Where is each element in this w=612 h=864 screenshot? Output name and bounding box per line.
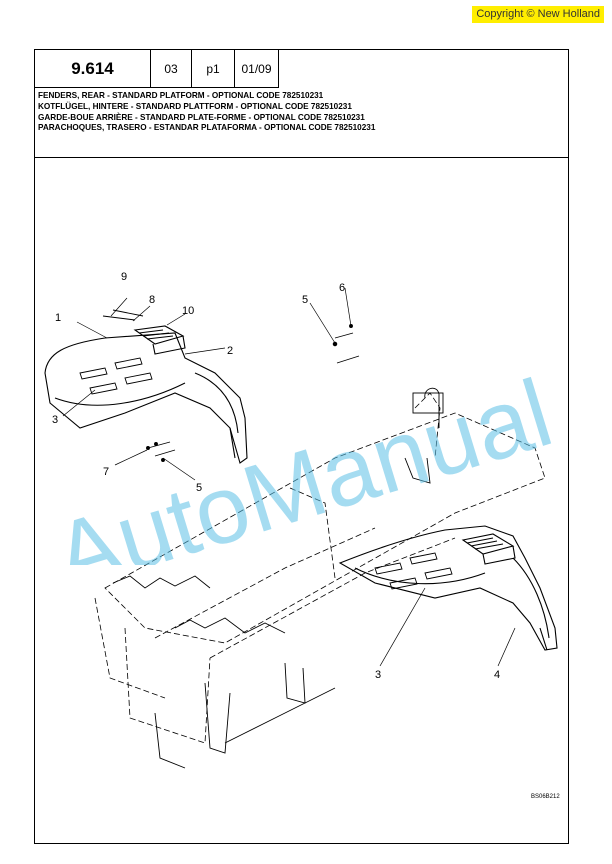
title-english: FENDERS, REAR - STANDARD PLATFORM - OPTI… [38, 91, 324, 100]
callout-5-top: 5 [302, 294, 308, 306]
leader-lines [62, 287, 516, 667]
right-fender [338, 525, 558, 651]
copyright-badge: Copyright © New Holland [472, 6, 604, 23]
title-block: FENDERS, REAR - STANDARD PLATFORM - OPTI… [35, 88, 568, 158]
parts-sheet: 9.614 03 p1 01/09 FENDERS, REAR - STANDA… [34, 49, 569, 844]
page-code: 9.614 [35, 50, 151, 87]
callout-10: 10 [182, 305, 194, 317]
issue-date: 01/09 [235, 50, 279, 87]
frame-solid [112, 387, 444, 769]
left-step-pad [133, 325, 186, 355]
revision: 03 [151, 50, 192, 87]
page-number: p1 [192, 50, 235, 87]
callout-3-left: 3 [52, 414, 58, 426]
exploded-view-drawing: 9 8 10 1 2 3 7 5 5 6 3 4 BS06B212 [35, 158, 568, 843]
callout-4: 4 [494, 669, 500, 681]
right-platform-slots [374, 552, 453, 590]
callout-labels: 9 8 10 1 2 3 7 5 5 6 3 4 BS06B212 [52, 271, 560, 800]
callout-9: 9 [121, 271, 127, 283]
callout-1: 1 [55, 312, 61, 324]
callout-7: 7 [103, 466, 109, 478]
title-spanish: PARACHOQUES, TRASERO - ESTANDAR PLATAFOR… [38, 123, 376, 133]
title-german: KOTFLÜGEL, HINTERE - STANDARD PLATTFORM … [38, 101, 352, 111]
callout-6: 6 [339, 282, 345, 294]
left-fender [44, 332, 248, 464]
callout-5-left: 5 [196, 482, 202, 494]
tractor-frame [94, 392, 546, 744]
callout-3-right: 3 [375, 669, 381, 681]
sheet-header: 9.614 03 p1 01/09 [35, 50, 279, 88]
callout-2: 2 [227, 345, 233, 357]
title-french: GARDE-BOUE ARRIÈRE - STANDARD PLATE-FORM… [38, 112, 365, 122]
callout-8: 8 [149, 294, 155, 306]
left-platform-slots [79, 357, 153, 395]
right-step-pad [461, 533, 516, 565]
hardware [102, 309, 360, 457]
figure-code: BS06B212 [531, 794, 560, 800]
